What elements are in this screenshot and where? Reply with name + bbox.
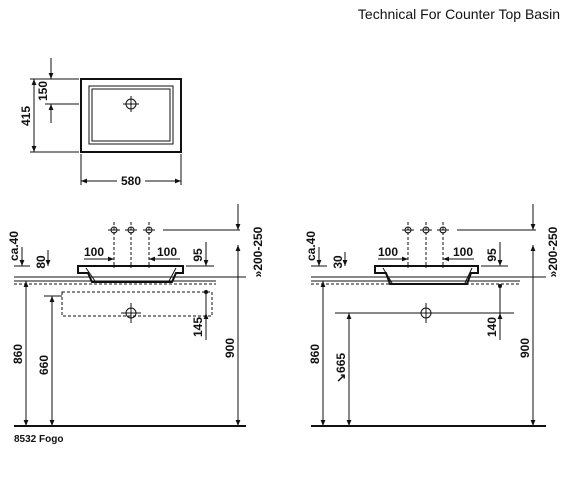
left-ca-label: ca.40 — [7, 231, 21, 261]
left-dim-100-left: 100 — [84, 245, 104, 259]
left-section-view: 100 100 95 »200-250 900 ca.40 80 145 860 — [7, 204, 265, 427]
plan-width-dim: 580 — [121, 174, 141, 188]
plan-view: 415 150 580 — [19, 58, 182, 188]
right-dim-900: 900 — [518, 338, 532, 358]
right-dim-30: 30 — [331, 255, 345, 269]
left-dim-860: 860 — [11, 344, 25, 364]
page-title: Technical For Counter Top Basin — [357, 6, 560, 22]
right-dim-140: 140 — [485, 317, 499, 337]
tap-right-icon — [437, 222, 449, 268]
right-dim-665: ↘665 — [334, 353, 348, 383]
right-dim-range: »200-250 — [546, 226, 560, 277]
basin-bowl-inner — [91, 88, 171, 142]
basin-profile — [77, 265, 184, 283]
basin-outline — [80, 78, 182, 153]
left-dim-100-right: 100 — [157, 245, 177, 259]
right-dim-860: 860 — [308, 344, 322, 364]
tap-center-icon — [420, 222, 432, 268]
right-section-view: 100 100 95 »200-250 900 ca.40 30 140 860… — [304, 204, 560, 427]
plan-inner-dim: 150 — [36, 81, 50, 101]
siphon-icon — [121, 303, 141, 323]
tap-left-icon — [402, 222, 414, 268]
siphon-icon — [416, 303, 436, 323]
right-dim-95: 95 — [485, 248, 499, 262]
left-dim-95: 95 — [191, 248, 205, 262]
right-dim-100-left: 100 — [378, 245, 398, 259]
tap-center-icon — [125, 222, 137, 268]
left-dim-145: 145 — [191, 317, 205, 337]
tap-right-icon — [143, 222, 155, 268]
right-dim-100-right: 100 — [453, 245, 473, 259]
basin-profile-right — [374, 265, 479, 285]
basin-bowl — [88, 85, 174, 145]
model-label: 8532 Fogo — [14, 434, 64, 445]
tap-left-icon — [108, 222, 120, 268]
plan-height-dim: 415 — [19, 106, 33, 126]
left-dim-900: 900 — [223, 338, 237, 358]
right-ca-label: ca.40 — [304, 231, 318, 261]
left-dim-range: »200-250 — [251, 226, 265, 277]
left-dim-80: 80 — [34, 255, 48, 269]
left-dim-660: 660 — [37, 355, 51, 375]
drain-icon — [123, 96, 139, 112]
